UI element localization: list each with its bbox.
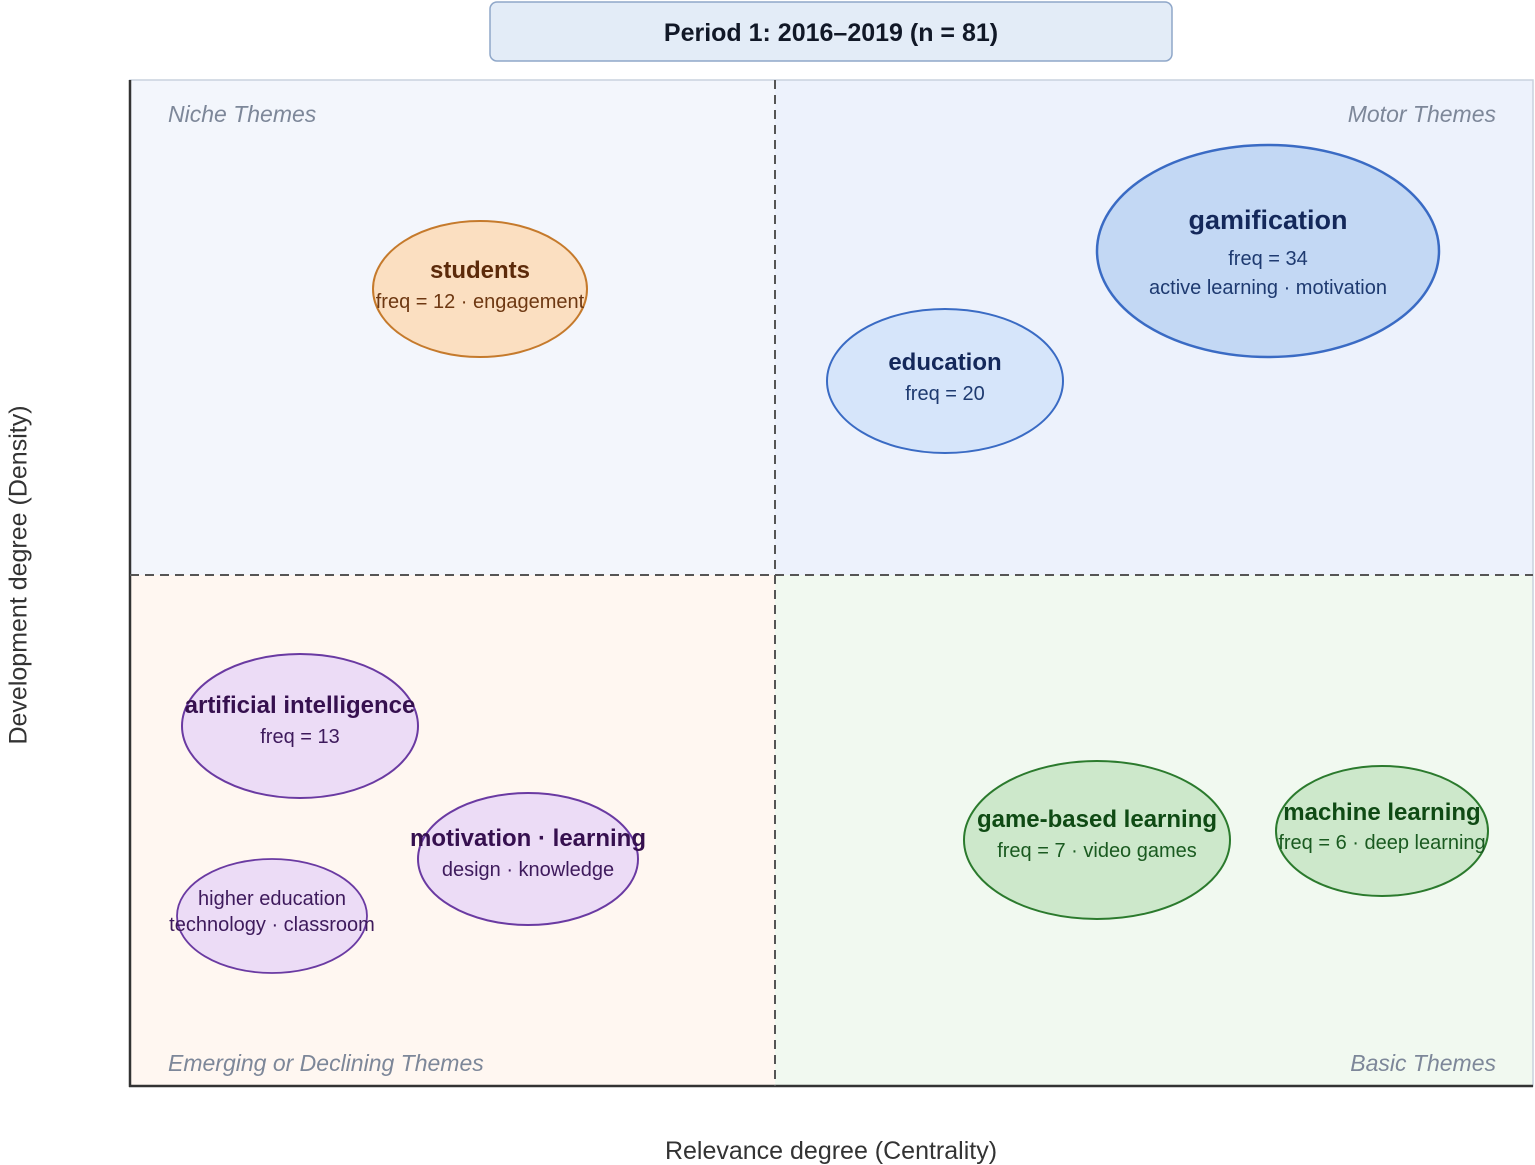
theme-detail: freq = 6 · deep learning xyxy=(1278,832,1485,854)
theme-machine-learning: machine learning freq = 6 · deep learnin… xyxy=(1275,765,1489,897)
theme-education: education freq = 20 xyxy=(826,308,1064,454)
theme-higher-education: higher education technology · classroom xyxy=(169,858,375,974)
theme-detail: higher education xyxy=(198,888,346,910)
theme-artificial-intelligence: artificial intelligence freq = 13 xyxy=(181,653,419,799)
theme-bubble xyxy=(963,760,1231,920)
theme-detail: technology · classroom xyxy=(169,914,375,936)
theme-bubble xyxy=(372,220,588,358)
theme-bubble xyxy=(417,792,639,926)
theme-detail: freq = 7 · video games xyxy=(997,840,1197,862)
theme-title: artificial intelligence xyxy=(185,692,416,719)
theme-game-based-learning: game-based learning freq = 7 · video gam… xyxy=(963,760,1231,920)
motor-label: Motor Themes xyxy=(1348,101,1497,127)
theme-title: motivation · learning xyxy=(410,825,646,852)
theme-bubble xyxy=(1095,143,1441,359)
theme-title: machine learning xyxy=(1283,799,1480,826)
theme-title: gamification xyxy=(1188,205,1347,235)
theme-bubble xyxy=(181,653,419,799)
theme-students: students freq = 12 · engagement xyxy=(372,220,588,358)
emerging-label: Emerging or Declining Themes xyxy=(168,1050,484,1076)
theme-title: game-based learning xyxy=(977,806,1217,833)
theme-detail: freq = 34 xyxy=(1228,248,1308,270)
theme-detail: freq = 12 · engagement xyxy=(376,291,585,313)
theme-detail: active learning · motivation xyxy=(1149,277,1387,299)
niche-label: Niche Themes xyxy=(168,101,317,127)
theme-title: students xyxy=(430,257,530,284)
theme-bubble xyxy=(1275,765,1489,897)
y-axis-label: Development degree (Density) xyxy=(5,405,33,744)
theme-detail: design · knowledge xyxy=(442,859,614,881)
theme-title: education xyxy=(888,349,1001,376)
theme-bubble xyxy=(826,308,1064,454)
theme-motivation-learning: motivation · learning design · knowledge xyxy=(410,792,646,926)
theme-bubble xyxy=(176,858,368,974)
theme-gamification: gamification freq = 34 active learning ·… xyxy=(1095,143,1441,359)
x-axis-label: Relevance degree (Centrality) xyxy=(665,1137,997,1165)
basic-label: Basic Themes xyxy=(1350,1050,1496,1076)
theme-detail: freq = 20 xyxy=(905,383,985,405)
title-box xyxy=(489,1,1173,62)
theme-detail: freq = 13 xyxy=(260,726,340,748)
page-title: Period 1: 2016–2019 (n = 81) xyxy=(664,19,998,47)
